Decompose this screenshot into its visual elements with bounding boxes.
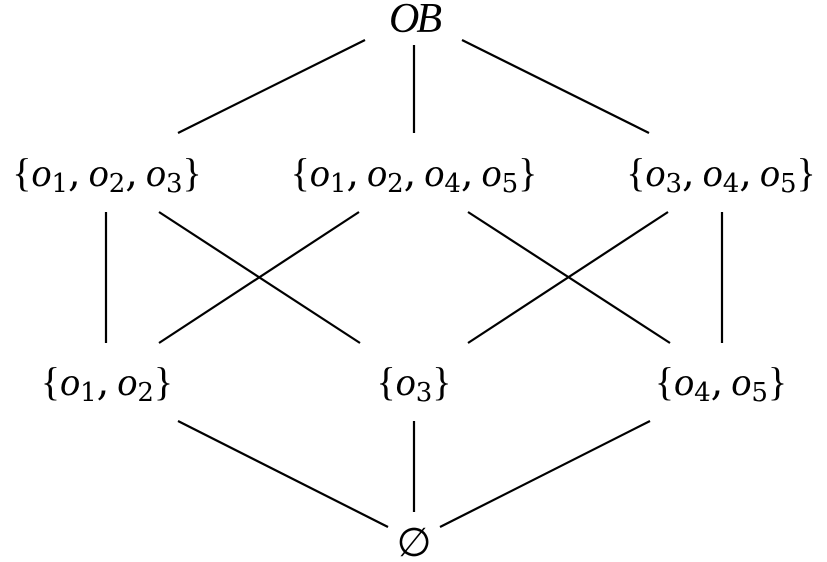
edge-top-to-r1-0 <box>177 39 366 134</box>
set-element: o5 <box>759 150 797 199</box>
set-element: o3 <box>395 359 433 408</box>
set-node-o1-o2-o3: {o1,o2,o3} <box>12 150 202 199</box>
set-element: o1 <box>31 150 69 199</box>
empty-set-node: ∅ <box>396 520 432 562</box>
comma-separator: , <box>739 150 752 196</box>
close-brace: } <box>796 150 816 195</box>
set-element: o1 <box>60 359 97 408</box>
comma-separator: , <box>346 150 360 196</box>
set-element: o4 <box>702 150 740 199</box>
close-brace: } <box>518 150 538 195</box>
set-node-o1-o2: {o1,o2} <box>40 359 174 408</box>
open-brace: { <box>290 150 310 195</box>
set-element: o4 <box>424 150 461 199</box>
open-brace: { <box>376 359 396 404</box>
close-brace: } <box>182 150 202 195</box>
open-brace: { <box>40 359 61 404</box>
edge-r1-2-to-r2-1 <box>467 211 669 344</box>
set-element: o2 <box>367 150 404 199</box>
close-brace: } <box>153 359 174 404</box>
open-brace: { <box>626 150 646 195</box>
set-node-o1-o2-o4-o5: {o1,o2,o4,o5} <box>290 150 538 199</box>
edge-r2-2-to-bottom <box>439 420 651 528</box>
open-brace: { <box>12 150 32 195</box>
set-element: o2 <box>88 150 126 199</box>
set-element: o5 <box>731 359 768 408</box>
edge-r1-1-to-r2-0 <box>158 211 360 344</box>
close-brace: } <box>767 359 788 404</box>
edge-r2-0-to-bottom <box>177 420 389 528</box>
set-element: o1 <box>309 150 347 199</box>
comma-separator: , <box>710 359 724 405</box>
set-element: o2 <box>117 359 154 408</box>
set-element: o3 <box>145 150 183 199</box>
comma-separator: , <box>68 150 81 196</box>
comma-separator: , <box>125 150 138 196</box>
comma-separator: , <box>403 150 417 196</box>
comma-separator: , <box>460 150 474 196</box>
top-node-ob: OB <box>389 0 442 42</box>
set-element: o4 <box>674 359 711 408</box>
close-brace: } <box>432 359 452 404</box>
comma-separator: , <box>96 359 110 405</box>
set-node-o4-o5: {o4,o5} <box>654 359 788 408</box>
set-element: o3 <box>645 150 683 199</box>
comma-separator: , <box>682 150 695 196</box>
set-node-o3: {o3} <box>376 359 452 408</box>
open-brace: { <box>654 359 675 404</box>
edge-top-to-r1-2 <box>461 39 650 134</box>
set-node-o3-o4-o5: {o3,o4,o5} <box>626 150 816 199</box>
set-element: o5 <box>481 150 519 199</box>
